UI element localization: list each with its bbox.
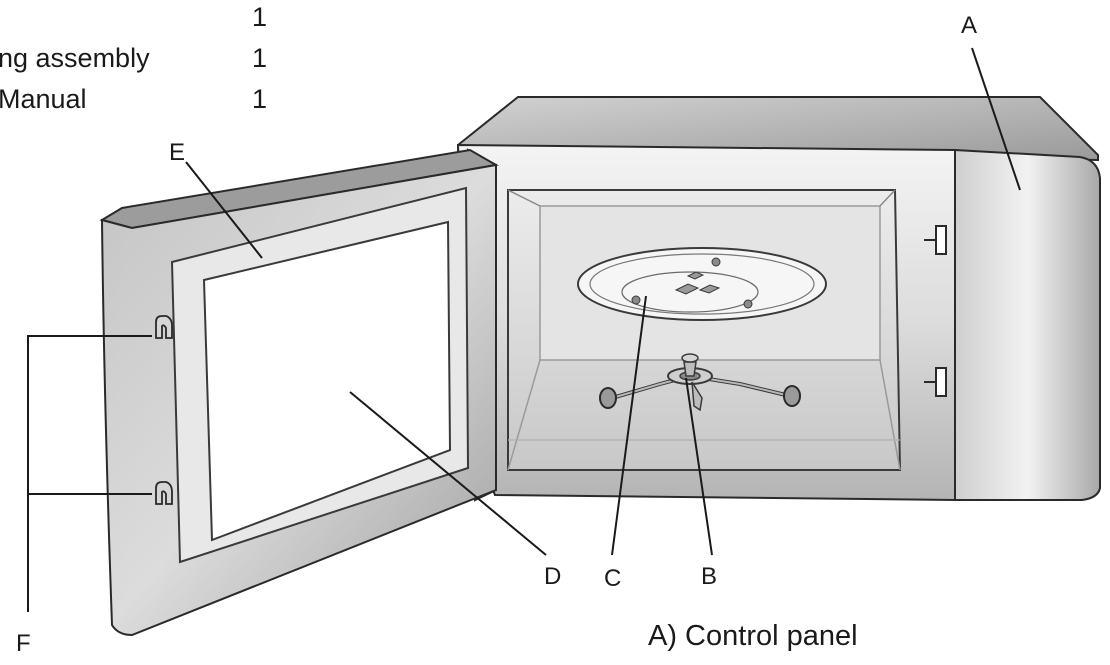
leader-line-a (971, 47, 1021, 191)
door-latch-hook-lower (155, 481, 173, 505)
part-name: ng assembly (0, 43, 150, 73)
callout-label-d: D (544, 563, 562, 590)
latch-hole-lower (924, 367, 947, 397)
door-latch-hook-upper (155, 315, 173, 339)
control-panel-caption: A) Control panel (648, 620, 858, 652)
callout-label-b: B (701, 563, 718, 590)
part-quantity: 1 (252, 2, 268, 32)
latch-hole-upper (924, 225, 947, 255)
parts-list-row: Manual 1 (0, 84, 280, 120)
part-name: Manual (0, 84, 87, 114)
leader-line-d (349, 391, 547, 556)
control-panel (954, 148, 1101, 501)
callout-label-a: A (961, 12, 978, 39)
callout-label-f: F (16, 630, 31, 657)
parts-list: 1 ng assembly 1 Manual 1 (0, 0, 280, 120)
leader-line-c (611, 295, 647, 556)
callout-label-c: C (604, 565, 622, 592)
glass-tray (577, 247, 827, 321)
parts-list-row: 1 (0, 2, 280, 38)
parts-list-row: ng assembly 1 (0, 43, 280, 79)
leader-line-b (685, 377, 713, 556)
roller-ring-assembly (599, 353, 801, 412)
leader-line-f (27, 335, 152, 612)
part-quantity: 1 (252, 84, 268, 114)
part-quantity: 1 (252, 43, 268, 73)
callout-label-e: E (169, 139, 186, 166)
door-window (202, 220, 452, 542)
leader-line-e (185, 161, 263, 259)
